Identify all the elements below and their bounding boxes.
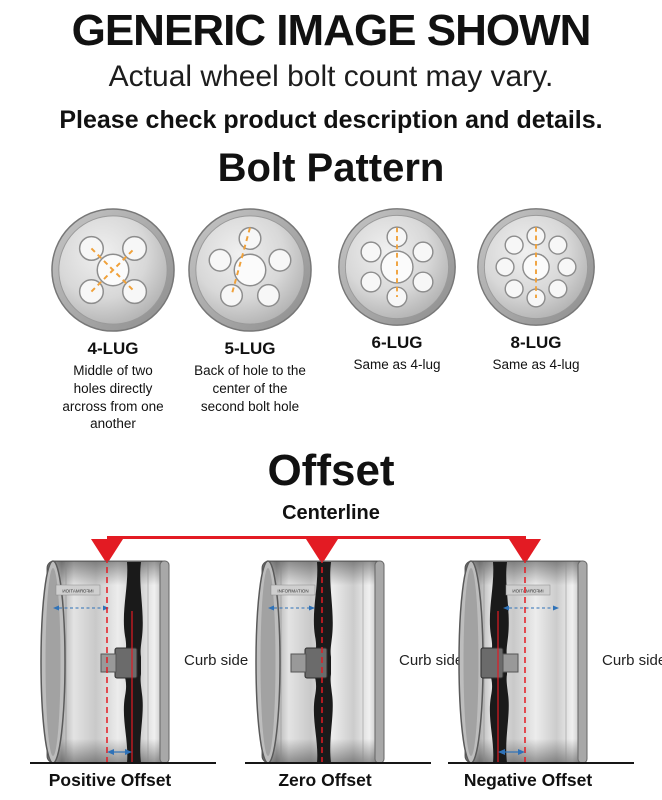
lug-description: Back of hole to the center of the second… <box>194 363 306 414</box>
wheel-8lug-icon <box>477 208 595 326</box>
curb-side-label: Curb side <box>399 652 464 669</box>
offset-item-positive: INFORMATION Curb side Positive Offset <box>30 556 248 796</box>
wheel-4lug-icon <box>51 208 175 332</box>
wheel-cross-section-positive-icon: INFORMATION <box>40 557 170 767</box>
subtitle: Actual wheel bolt count may vary. <box>108 60 554 93</box>
lug-description: Middle of two holes directly arcross fro… <box>62 363 164 432</box>
lug-label: 5-LUG <box>224 339 276 358</box>
bolt-pattern-heading: Bolt Pattern <box>217 146 445 190</box>
offset-item-negative: INFORMATION Curb side Negative Offset <box>448 556 662 796</box>
lug-label: 4-LUG <box>87 339 139 358</box>
curb-side-label: Curb side <box>184 652 249 669</box>
ground-line <box>30 762 216 764</box>
lug-label: 8-LUG <box>510 333 562 352</box>
main-title: GENERIC IMAGE SHOWN <box>71 6 592 55</box>
bolt-pattern-item-5lug: 5-LUG Back of hole to the center of the … <box>175 206 325 415</box>
bolt-pattern-item-8lug: 8-LUG Same as 4-lug <box>461 206 611 374</box>
centerline-label: Centerline <box>282 502 380 524</box>
ground-line <box>448 762 634 764</box>
offset-type-label: Negative Offset <box>463 770 593 790</box>
offset-type-label: Zero Offset <box>278 770 372 790</box>
centerline-bar <box>107 536 526 539</box>
svg-text:INFORMATION: INFORMATION <box>277 589 308 594</box>
curb-side-label: Curb side <box>602 652 662 669</box>
lug-description: Same as 4-lug <box>492 357 580 372</box>
svg-text:INFORMATION: INFORMATION <box>62 589 93 594</box>
bolt-pattern-item-6lug: 6-LUG Same as 4-lug <box>322 206 472 374</box>
svg-text:INFORMATION: INFORMATION <box>512 589 543 594</box>
offset-item-zero: INFORMATION Curb side Zero Offset <box>245 556 463 796</box>
ground-line <box>245 762 431 764</box>
lug-label: 6-LUG <box>371 333 423 352</box>
wheel-cross-section-zero-icon: INFORMATION <box>255 557 385 767</box>
offset-heading: Offset <box>267 446 395 495</box>
wheel-cross-section-negative-icon: INFORMATION <box>458 557 588 767</box>
lug-description: Same as 4-lug <box>353 357 441 372</box>
note-text: Please check product description and det… <box>59 106 603 134</box>
offset-type-label: Positive Offset <box>48 770 172 790</box>
wheel-5lug-icon <box>188 208 312 332</box>
bolt-pattern-item-4lug: 4-LUG Middle of two holes directly arcro… <box>38 206 188 433</box>
wheel-6lug-icon <box>338 208 456 326</box>
